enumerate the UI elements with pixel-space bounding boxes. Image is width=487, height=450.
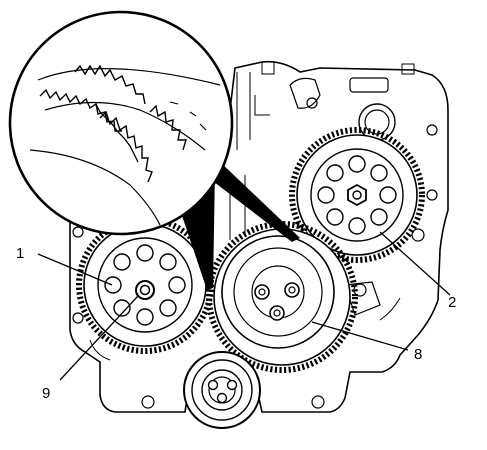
callout-9: 9: [42, 385, 50, 402]
left-gear: [76, 216, 214, 354]
damper-hub: [183, 351, 261, 429]
leader-lines: [37, 231, 451, 381]
callout-1: 1: [16, 245, 24, 262]
magnified-detail: [8, 10, 234, 236]
callout-8: 8: [414, 346, 422, 363]
center-gear: [206, 221, 358, 373]
right-upper-gear: [289, 127, 425, 263]
callout-2: 2: [448, 294, 456, 311]
